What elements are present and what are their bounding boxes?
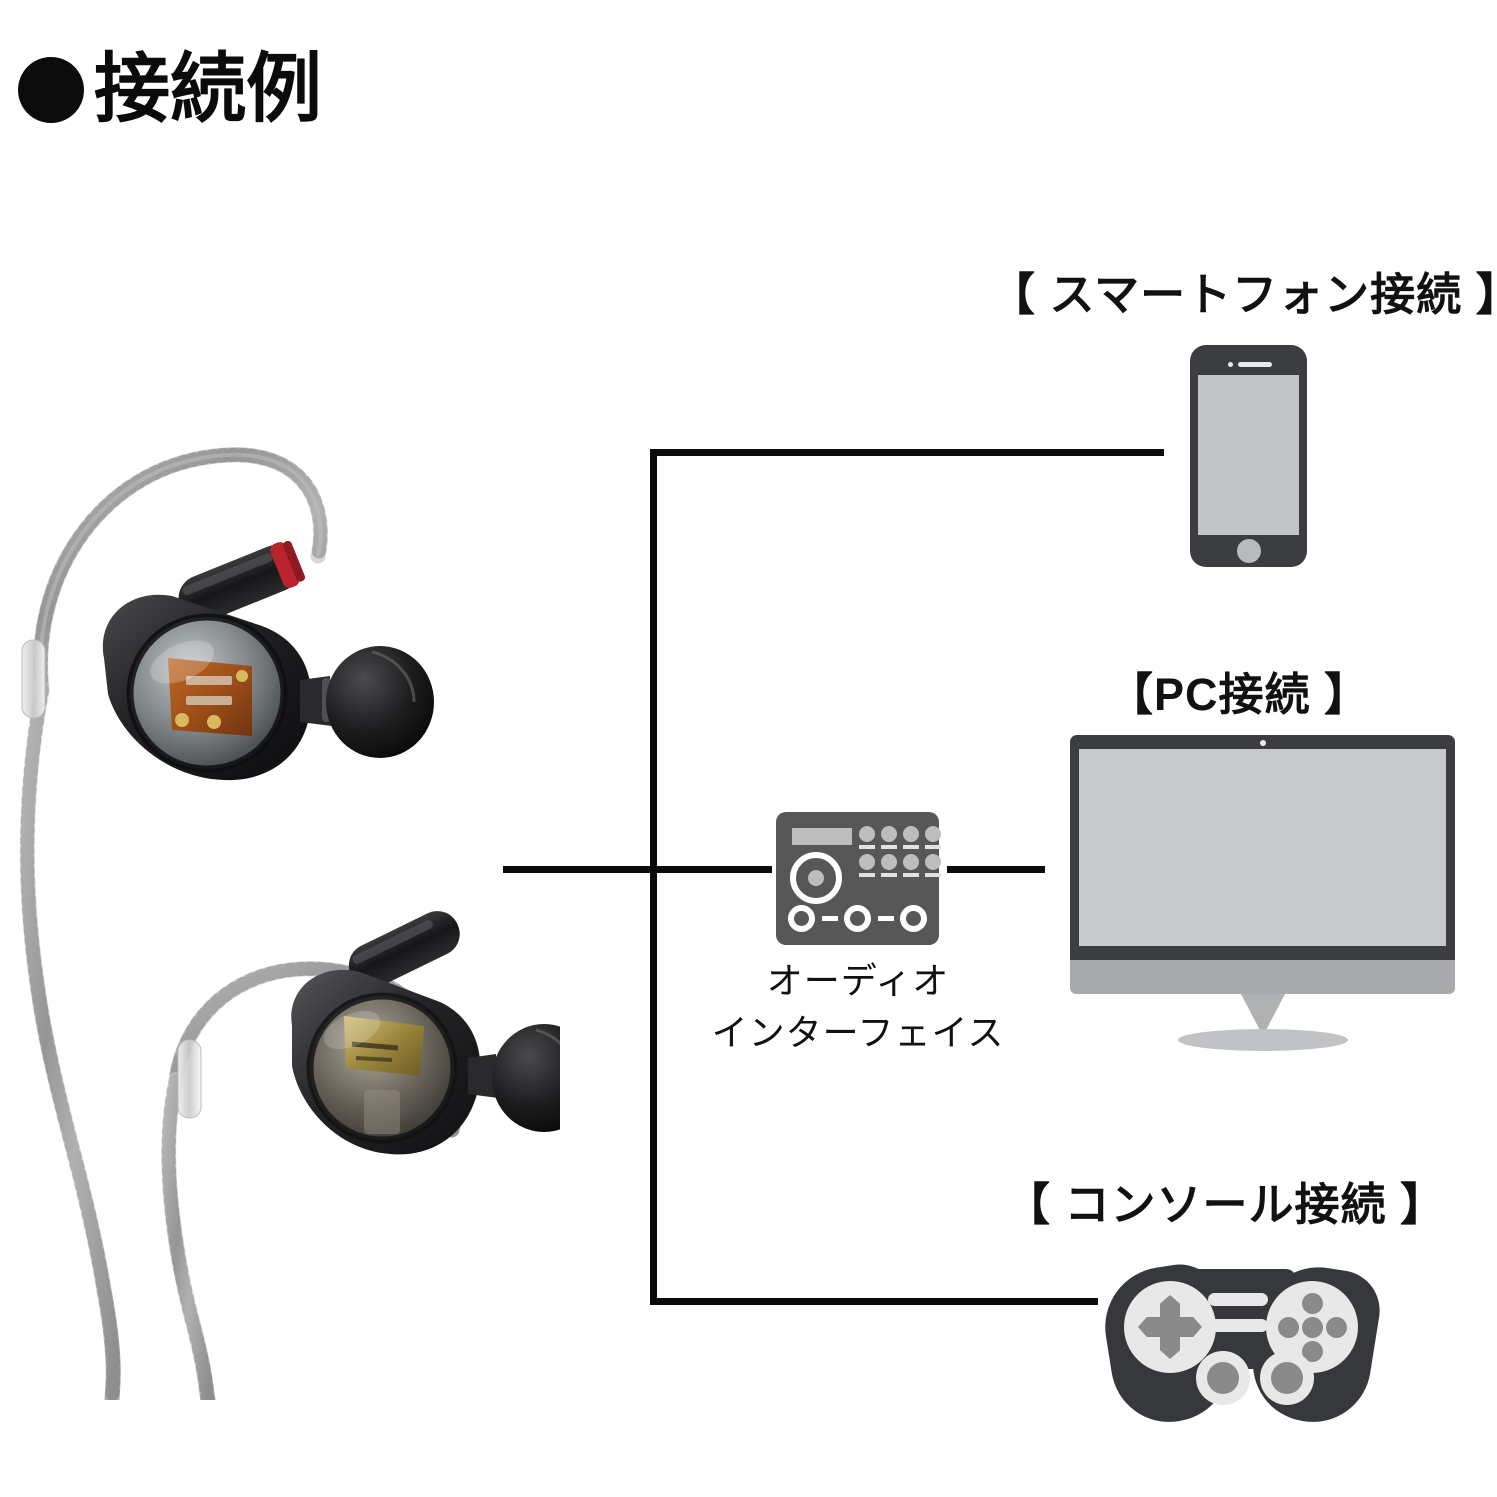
action-button-center — [1302, 1317, 1323, 1338]
page-title-text: 接続例 — [94, 47, 322, 132]
monitor-webcam-icon — [1259, 740, 1266, 746]
knob-slot — [859, 845, 875, 849]
monitor-chin — [1070, 960, 1455, 994]
knob-cell — [924, 826, 942, 882]
knob-cell — [858, 826, 876, 882]
smartphone-home-button — [1236, 539, 1261, 563]
wire-to-smartphone — [650, 449, 1164, 456]
desktop-monitor-icon — [1070, 735, 1455, 1055]
console-section-label: 【 コンソール接続 】 — [1005, 1179, 1447, 1230]
knob-icon — [925, 826, 941, 842]
smartphone-speaker-icon — [1238, 362, 1272, 367]
audio-interface-icon — [776, 812, 942, 945]
audio-port-icon — [844, 905, 871, 932]
wire-to-audio-interface — [650, 866, 772, 873]
knob-slot — [859, 873, 875, 877]
audio-interface-knob-grid — [858, 826, 942, 882]
audio-port-icon — [900, 905, 927, 932]
game-controller-icon — [1096, 1255, 1386, 1431]
filled-circle-bullet-icon — [18, 57, 84, 123]
wire-audio-interface-to-pc — [947, 866, 1045, 873]
smartphone-screen — [1198, 375, 1299, 535]
knob-slot — [903, 845, 919, 849]
smartphone-camera-icon — [1228, 362, 1233, 367]
dpad-left-icon — [1138, 1317, 1160, 1337]
action-button-west — [1278, 1317, 1299, 1338]
dpad-down-icon — [1160, 1337, 1180, 1359]
knob-icon — [925, 854, 941, 870]
gamepad-select-button — [1208, 1293, 1268, 1306]
page-title: 接続例 — [18, 52, 322, 128]
audio-interface-caption-line2: インターフェイス — [711, 1012, 1005, 1054]
audio-interface-caption-line1: オーディオ — [766, 960, 950, 1001]
gamepad-left-analog-stick — [1196, 1351, 1250, 1405]
audio-interface-ports — [788, 905, 927, 932]
audio-port-icon — [788, 905, 815, 932]
monitor-bezel — [1070, 735, 1455, 960]
audio-interface-jog-wheel — [790, 852, 842, 904]
knob-icon — [903, 854, 919, 870]
knob-slot — [903, 873, 919, 877]
knob-slot — [925, 845, 941, 849]
port-connector-dash — [821, 916, 838, 921]
knob-slot — [881, 845, 897, 849]
dpad-up-icon — [1160, 1295, 1180, 1317]
knob-icon — [903, 826, 919, 842]
gamepad-start-button — [1208, 1319, 1268, 1332]
action-button-east — [1326, 1317, 1347, 1338]
audio-interface-jog-center — [808, 870, 824, 886]
monitor-stand-base — [1177, 1029, 1348, 1051]
knob-icon — [859, 854, 875, 870]
audio-interface-display — [792, 828, 852, 845]
action-button-north — [1302, 1293, 1323, 1314]
knob-slot — [925, 873, 941, 877]
in-ear-monitor-earphones-photo — [0, 390, 560, 1400]
port-connector-dash — [877, 916, 894, 921]
wire-to-console — [650, 1298, 1098, 1305]
knob-icon — [859, 826, 875, 842]
knob-icon — [881, 826, 897, 842]
gamepad-right-analog-stick — [1260, 1351, 1314, 1405]
monitor-screen — [1079, 749, 1446, 946]
wire-from-earphones — [503, 866, 657, 873]
knob-cell — [902, 826, 920, 882]
smartphone-section-label: 【 スマートフォン接続 】 — [990, 269, 1497, 320]
gamepad-dpad-area — [1124, 1281, 1216, 1373]
audio-interface-caption: オーディオ インターフェイス — [703, 955, 1013, 1059]
dpad-center — [1160, 1317, 1180, 1337]
knob-cell — [880, 826, 898, 882]
action-button-south — [1302, 1341, 1323, 1362]
dpad-right-icon — [1180, 1317, 1202, 1337]
knob-slot — [881, 873, 897, 877]
knob-icon — [881, 854, 897, 870]
wire-trunk — [650, 452, 657, 1305]
smartphone-icon — [1190, 345, 1307, 567]
pc-section-label: 【PC接続 】 — [1108, 669, 1371, 720]
